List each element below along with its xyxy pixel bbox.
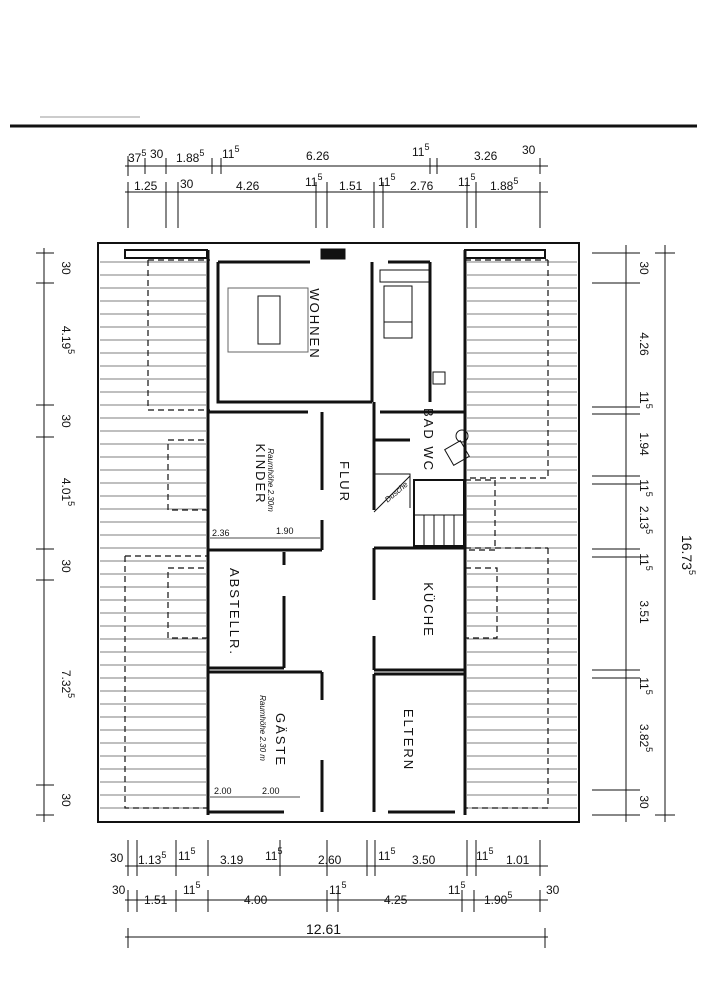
dim-top1-0: 375 xyxy=(128,148,146,165)
dim-bot1-6: 115 xyxy=(378,846,395,863)
dim-top2-3: 115 xyxy=(305,172,322,189)
dim-top1-3: 115 xyxy=(222,144,239,161)
dim-bot1-8: 115 xyxy=(476,846,493,863)
dim-top2-5: 115 xyxy=(378,172,395,189)
dim-top2-1: 30 xyxy=(180,177,194,191)
dim-bot2-2: 115 xyxy=(183,880,200,897)
dim-bot2-0: 30 xyxy=(112,883,126,897)
dim-bot2-8: 30 xyxy=(546,883,560,897)
dim-bot2-3: 4.00 xyxy=(244,893,268,907)
top-dimensions-row1: 375 30 1.885 115 6.26 115 3.26 30 xyxy=(128,142,536,165)
dim-top2-2: 4.26 xyxy=(236,179,260,193)
dim-right-4: 115 xyxy=(637,479,654,496)
room-label-kueche: KÜCHE xyxy=(421,582,436,638)
dimension-lines xyxy=(43,165,666,938)
dim-left-4: 30 xyxy=(59,559,73,573)
dim-left-0: 30 xyxy=(59,261,73,275)
dim-bot1-2: 115 xyxy=(178,846,195,863)
dim-bot1-4: 115 xyxy=(265,846,282,863)
room-note-dusche: Dusche xyxy=(383,480,410,505)
top-dimensions-row2: 1.25 30 4.26 115 1.51 115 2.76 115 1.885 xyxy=(134,172,518,193)
dim-right-9: 3.825 xyxy=(637,724,654,752)
dim-bot2-4: 115 xyxy=(329,880,346,897)
inner-dim-gaeste-a: 2.00 xyxy=(214,786,232,796)
stair-treads xyxy=(414,514,464,546)
dim-bot2-7: 1.905 xyxy=(484,890,512,907)
dim-top1-2: 1.885 xyxy=(176,148,204,165)
furniture xyxy=(227,269,470,513)
room-label-gaeste: GÄSTE xyxy=(273,713,288,767)
room-label-eltern: ELTERN xyxy=(401,709,416,771)
dim-bot2-6: 115 xyxy=(448,880,465,897)
left-dimensions: 30 4.195 30 4.015 30 7.325 30 xyxy=(59,261,76,807)
dim-right-total: 16.735 xyxy=(679,535,697,575)
dim-right-1: 4.26 xyxy=(637,332,651,356)
dim-top1-7: 30 xyxy=(522,143,536,157)
dim-right-7: 3.51 xyxy=(637,600,651,624)
dim-top1-5: 115 xyxy=(412,142,429,159)
dim-left-3: 4.015 xyxy=(59,478,76,506)
dim-left-6: 30 xyxy=(59,793,73,807)
dim-bot1-1: 1.135 xyxy=(138,850,166,867)
room-label-kinder: KINDER xyxy=(253,443,268,504)
dim-right-5: 2.135 xyxy=(637,506,654,534)
dim-bot1-7: 3.50 xyxy=(412,853,436,867)
dim-right-6: 115 xyxy=(637,553,654,570)
dim-right-0: 30 xyxy=(637,261,651,275)
dim-bot2-5: 4.25 xyxy=(384,893,408,907)
dim-bot1-5: 2.60 xyxy=(318,853,342,867)
dim-top2-8: 1.885 xyxy=(490,176,518,193)
roof-hatching xyxy=(100,261,577,809)
dim-bot1-3: 3.19 xyxy=(220,853,244,867)
dim-top2-6: 2.76 xyxy=(410,179,434,193)
room-label-flur: FLUR xyxy=(337,461,352,503)
dimension-ticks xyxy=(36,156,675,948)
room-label-abstellr: ABSTELLR. xyxy=(227,568,242,656)
room-label-wohnen: WOHNEN xyxy=(307,288,322,359)
dim-top1-4: 6.26 xyxy=(306,149,330,163)
inner-dim-gaeste-b: 2.00 xyxy=(262,786,280,796)
dim-right-3: 1.94 xyxy=(637,432,651,456)
dim-top2-7: 115 xyxy=(458,172,475,189)
dim-top1-1: 30 xyxy=(150,147,164,161)
dim-left-5: 7.325 xyxy=(59,670,76,698)
room-note-gaeste: Raumhöhe 2.30 m xyxy=(258,695,267,761)
dim-bot2-1: 1.51 xyxy=(144,893,168,907)
dim-top2-0: 1.25 xyxy=(134,179,158,193)
right-dimensions: 30 4.26 115 1.94 115 2.135 115 3.51 115 … xyxy=(637,261,697,809)
room-note-kinder: Raumhöhe 2.30m xyxy=(266,448,275,512)
building-outline xyxy=(97,242,580,823)
dim-right-2: 115 xyxy=(637,391,654,408)
inner-dim-kinder-b: 1.90 xyxy=(276,526,294,536)
dim-left-1: 4.195 xyxy=(59,326,76,354)
inner-dim-kinder-a: 2.36 xyxy=(212,528,230,538)
dim-left-2: 30 xyxy=(59,414,73,428)
bottom-dimensions-row2: 30 1.51 115 4.00 115 4.25 115 1.905 30 xyxy=(112,880,560,907)
interior-walls xyxy=(124,248,546,815)
dim-right-8: 115 xyxy=(637,677,654,694)
dim-top2-4: 1.51 xyxy=(339,179,363,193)
dim-bot1-0: 30 xyxy=(110,851,124,865)
roof-boundary-dashed xyxy=(124,259,549,809)
dim-bottom-total: 12.61 xyxy=(306,921,341,937)
room-label-bad-wc: BAD WC xyxy=(421,408,436,472)
dim-bot1-9: 1.01 xyxy=(506,853,530,867)
bottom-dimensions-row1: 30 1.135 115 3.19 115 2.60 115 3.50 115 … xyxy=(110,846,530,867)
dim-right-10: 30 xyxy=(637,795,651,809)
dim-top1-6: 3.26 xyxy=(474,149,498,163)
